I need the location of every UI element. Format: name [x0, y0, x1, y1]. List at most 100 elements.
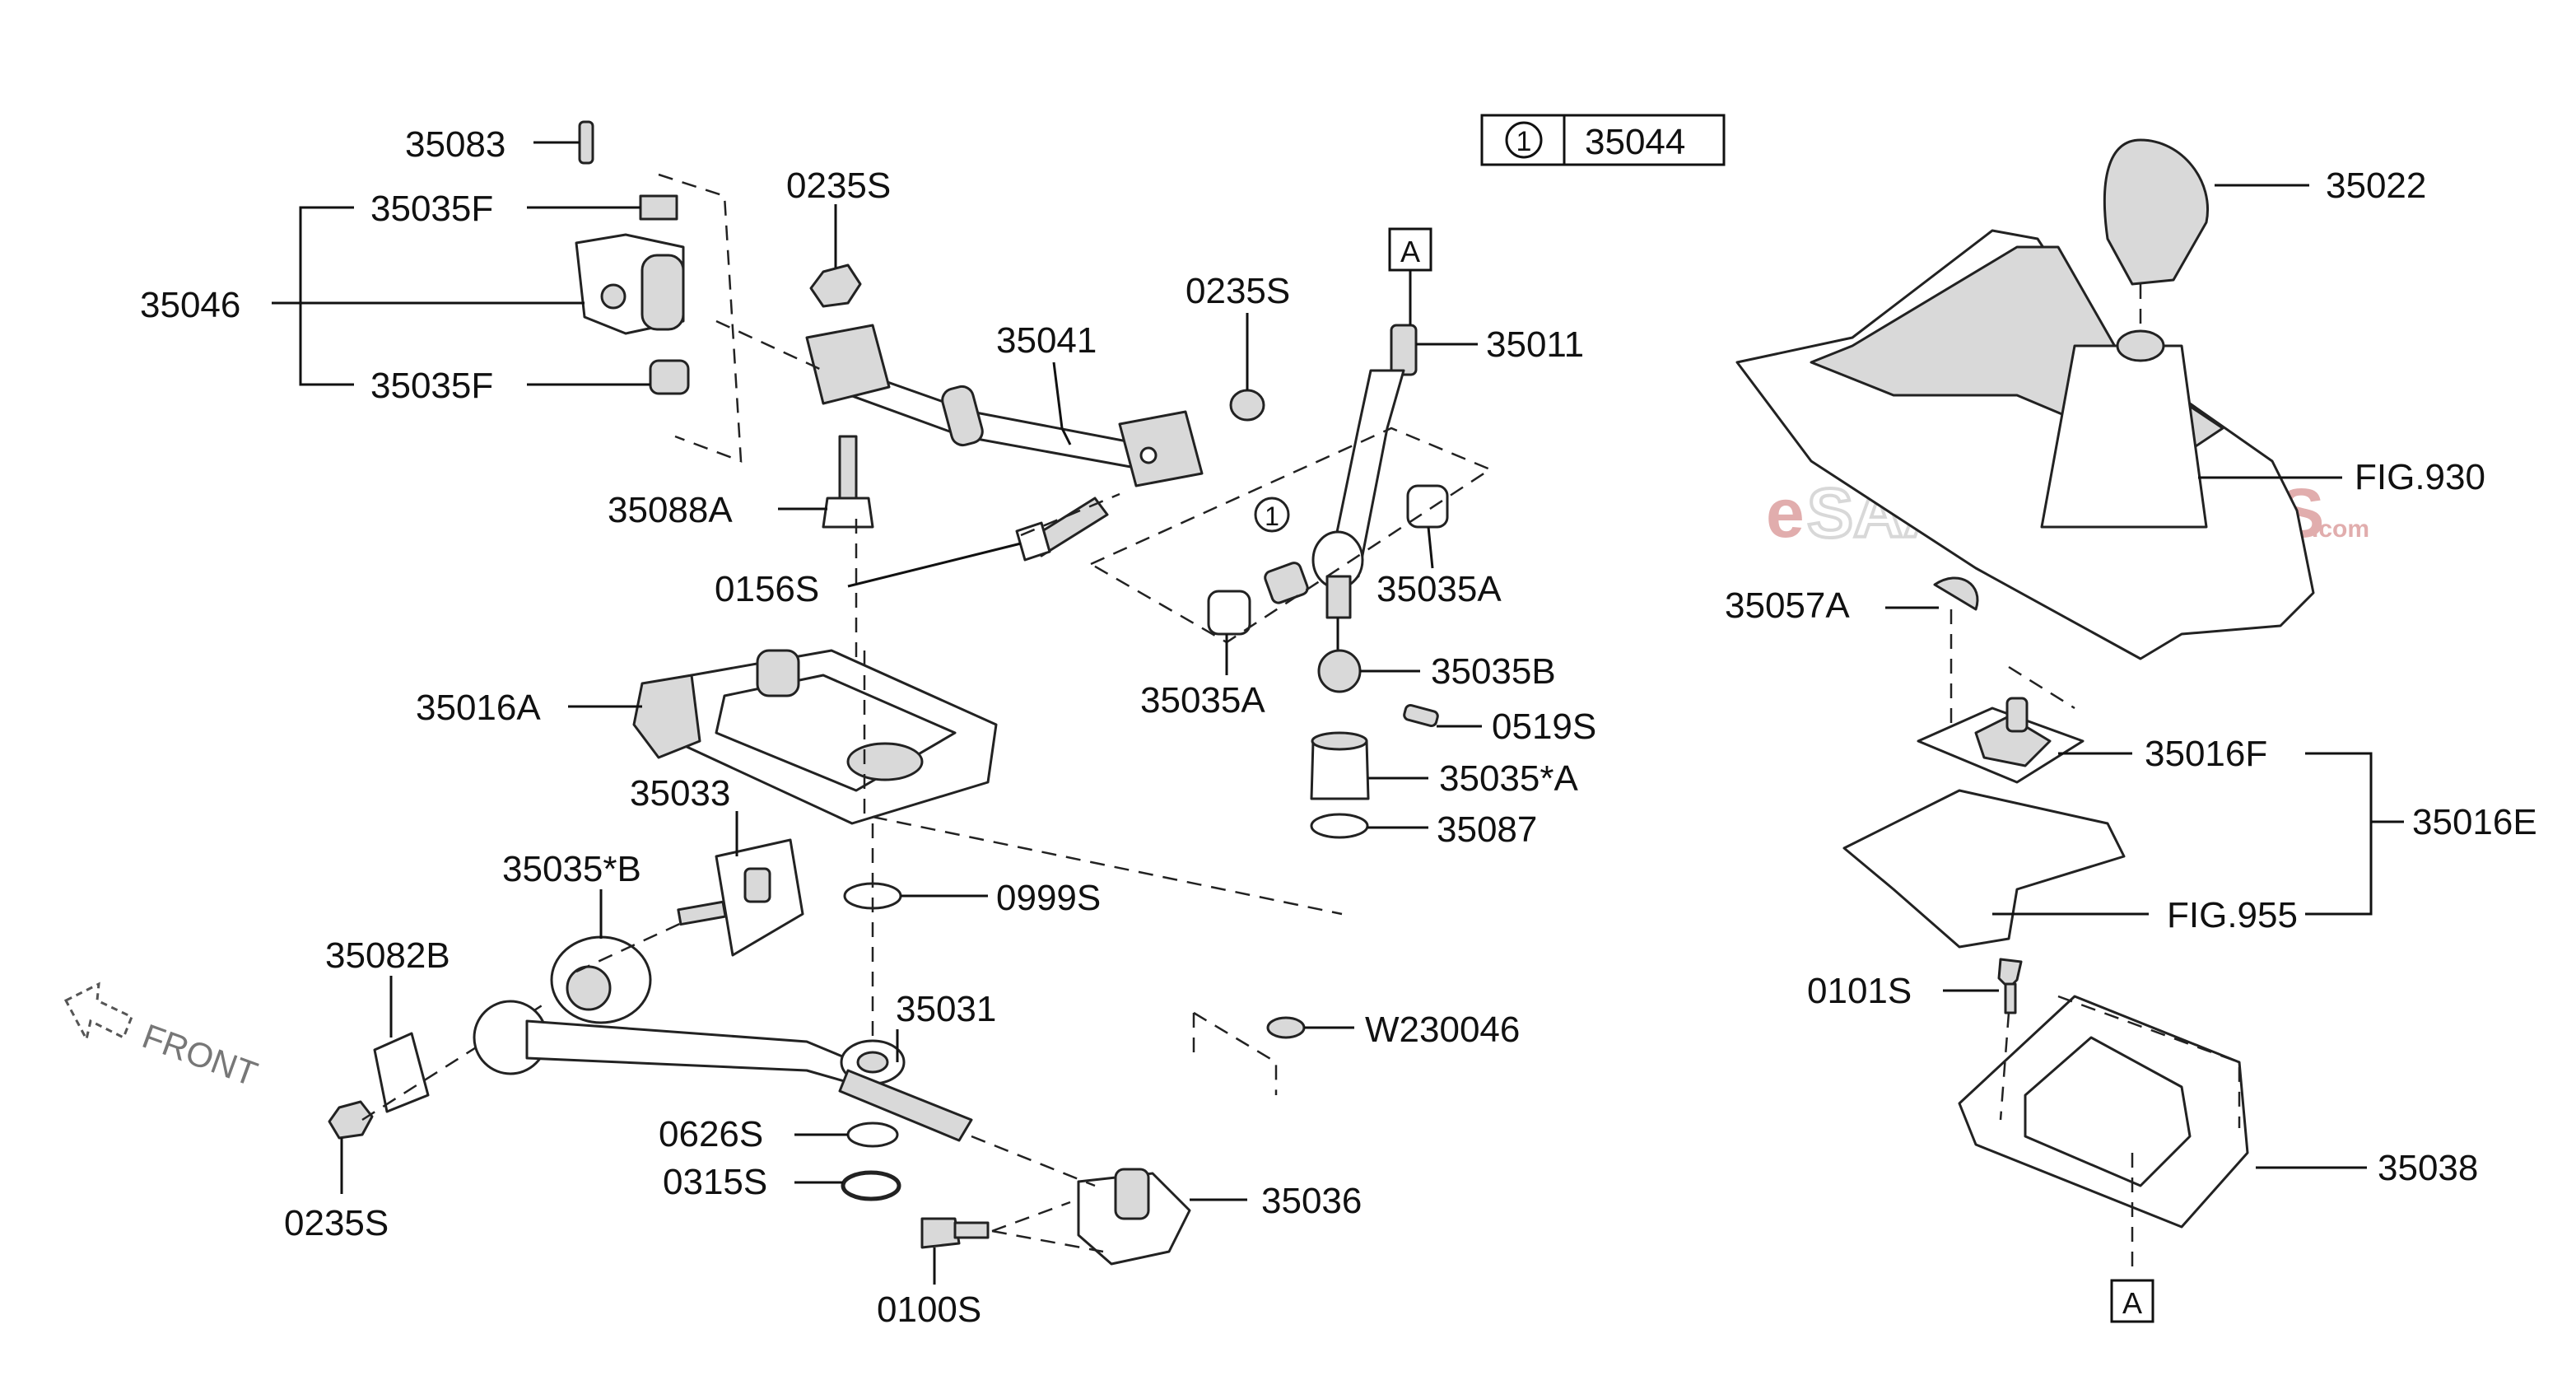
seal-FIG955 — [1842, 789, 2126, 949]
selector-rod-35041 — [715, 263, 1265, 675]
rod-dash-lines — [715, 319, 1120, 675]
label-W230046: W230046 — [1365, 1010, 1520, 1050]
rod-35031-bar — [525, 1019, 866, 1089]
bushing-35035B-star-inner — [566, 965, 612, 1011]
boot-dash-guides — [1949, 609, 2075, 725]
grommet-35057A — [1933, 576, 1979, 611]
front-arrow-icon — [63, 982, 133, 1043]
label-35016E: 35016E — [2412, 802, 2537, 842]
bolt-35088A-head — [822, 497, 874, 529]
label-35087: 35087 — [1437, 809, 1537, 850]
front-label: FRONT — [137, 1016, 263, 1094]
bolt-0156S-head — [1015, 521, 1051, 562]
leader-0156S — [847, 542, 1022, 588]
ref-marker-top: A — [1400, 235, 1420, 268]
housing-center-hole — [846, 742, 924, 781]
label-0100S: 0100S — [877, 1289, 981, 1330]
nut-0235S-mid — [1229, 389, 1265, 422]
bracket-35033-boss — [743, 867, 771, 903]
lever-dash-box — [1088, 427, 1493, 644]
callout-circle — [1254, 497, 1290, 533]
clip-W230046-body — [1266, 1016, 1306, 1039]
label-35046: 35046 — [140, 285, 240, 325]
rod-35031-arm — [838, 1069, 973, 1142]
boot-top-opening — [2116, 329, 2165, 362]
nut-0235S-bottom — [328, 1100, 374, 1140]
label-35031: 35031 — [896, 989, 996, 1029]
boot-assembly-35016E — [1842, 576, 2126, 949]
rod-35031-eye-hole — [856, 1051, 889, 1074]
leader-35035A-right — [1427, 526, 1434, 569]
frame-35038-opening — [2024, 1036, 2192, 1187]
bushing-35035A-left — [1207, 590, 1251, 636]
lever-bushing-stack — [1310, 649, 1439, 839]
clip-W230046-dash — [1192, 1011, 1278, 1095]
label-35035F-bottom: 35035F — [370, 366, 493, 406]
ref-marker-bottom: A — [2122, 1286, 2142, 1320]
rod-end-clevis — [805, 324, 891, 405]
label-0315S: 0315S — [663, 1162, 767, 1202]
front-arrow: FRONT — [63, 982, 263, 1094]
shift-lever-35011: 1 A — [1088, 227, 1493, 659]
housing-dash-guide — [863, 651, 1343, 916]
clip-W230046 — [1192, 1011, 1306, 1095]
frame-35038: A — [1958, 958, 2249, 1323]
bushing-35035F-top-body — [639, 194, 678, 221]
bracket-35046-group — [299, 206, 354, 386]
rod-yoke-hole — [1139, 446, 1158, 464]
leader-lines — [272, 141, 2404, 1285]
bracket-hole — [600, 283, 627, 310]
label-35016F: 35016F — [2145, 734, 2267, 774]
boot-35016F-stud — [2005, 697, 2029, 733]
lever-lower-stub — [1325, 575, 1352, 619]
nut-0235S-top — [809, 263, 862, 308]
lever-top-stud — [1390, 324, 1418, 376]
label-35035A-star: 35035*A — [1439, 758, 1578, 799]
bracket-35036-boss — [1114, 1168, 1150, 1220]
oring-35087 — [1310, 813, 1369, 839]
rod-collar — [941, 385, 984, 447]
housing-35016A — [632, 649, 1343, 916]
plate-35082B — [373, 1032, 430, 1113]
label-35083: 35083 — [405, 124, 505, 165]
ref-marker-top-frame — [1388, 227, 1432, 272]
callout-symbol: 1 — [1265, 501, 1279, 531]
shift-rod-35031 — [473, 823, 973, 1201]
label-35057A: 35057A — [1725, 585, 1850, 626]
console-assembly — [1735, 138, 2315, 660]
leader-35041 — [1052, 361, 1072, 445]
reference-table: 1 35044 — [1480, 114, 1726, 166]
label-0156S: 0156S — [715, 569, 819, 609]
reference-symbol: 1 — [1516, 126, 1532, 157]
knob-35022 — [2103, 138, 2209, 286]
frame-dash-guides — [1999, 995, 2241, 1268]
label-0999S: 0999S — [996, 878, 1101, 918]
label-35036: 35036 — [1261, 1181, 1362, 1221]
washer-0626S — [846, 1122, 899, 1148]
pin-35083 — [578, 120, 594, 165]
bracket-dash-outline — [658, 173, 743, 463]
bushing-35035A-right — [1406, 484, 1449, 529]
rod-end-yoke — [1118, 410, 1204, 487]
label-35035B: 35035B — [1431, 651, 1556, 692]
label-35035A-right: 35035A — [1377, 569, 1502, 609]
pin-0519S-body — [1403, 703, 1439, 728]
label-FIG930: FIG.930 — [2355, 457, 2485, 497]
bolt-35088A-shank — [838, 435, 858, 504]
watermark-domain: .com — [2312, 515, 2369, 543]
bushing-35035B — [1317, 649, 1362, 693]
label-35088A: 35088A — [608, 490, 733, 530]
pin-callout-1 — [1264, 562, 1309, 604]
bracket-assembly-35046 — [575, 120, 743, 463]
label-0101S: 0101S — [1807, 971, 1912, 1011]
label-35035F-top: 35035F — [370, 189, 493, 229]
label-35035A-left: 35035A — [1140, 680, 1265, 720]
reference-part-number: 35044 — [1585, 122, 1685, 162]
watermark-prefix: e — [1766, 474, 1805, 552]
screw-0101S-shank — [2004, 982, 2017, 1014]
label-35082B: 35082B — [325, 935, 450, 976]
label-0519S: 0519S — [1492, 706, 1596, 747]
bolt-0100S-shank — [953, 1221, 990, 1239]
